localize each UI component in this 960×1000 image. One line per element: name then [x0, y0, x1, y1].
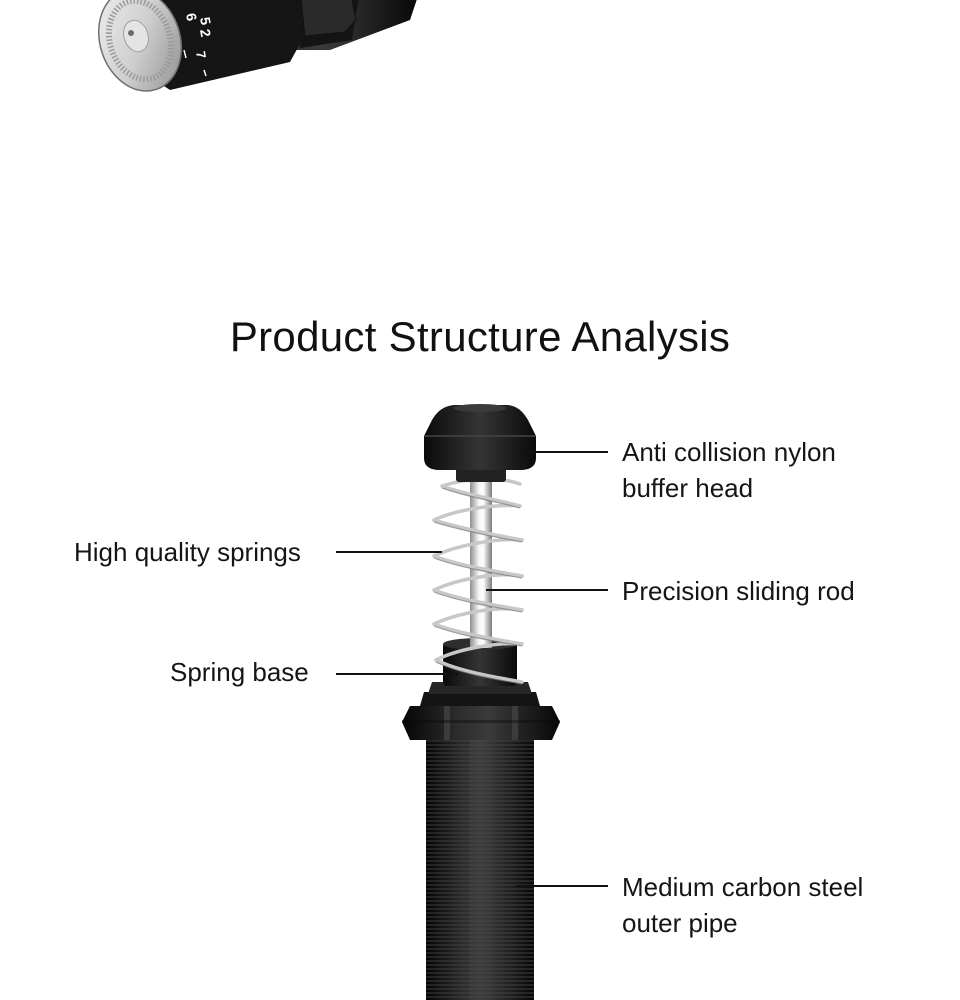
- callout-buffer-head-line1: Anti collision nylon: [622, 437, 836, 467]
- buffer-head: [424, 404, 536, 470]
- callout-sliding-rod-text: Precision sliding rod: [622, 576, 855, 606]
- outer-pipe: [426, 735, 534, 1000]
- callout-spring-base: Spring base: [170, 654, 309, 690]
- callout-outer-pipe-line1: Medium carbon steel: [622, 872, 864, 902]
- dial-number-7: 7: [193, 50, 209, 60]
- callout-springs-text: High quality springs: [74, 537, 301, 567]
- hex-nut: [402, 706, 560, 740]
- sliding-rod: [470, 478, 492, 648]
- callout-buffer-head-line2: buffer head: [622, 473, 754, 503]
- callout-sliding-rod: Precision sliding rod: [622, 573, 855, 609]
- adjustable-shock-absorber-photo: 5 2 6 7: [97, 0, 417, 92]
- callout-spring-base-text: Spring base: [170, 657, 309, 687]
- callout-buffer-head: Anti collision nylon buffer head: [622, 434, 836, 506]
- spring-coils: [432, 477, 524, 684]
- callout-outer-pipe: Medium carbon steel outer pipe: [622, 869, 863, 941]
- dial-number-6: 6: [183, 12, 200, 23]
- page-title: Product Structure Analysis: [229, 313, 731, 360]
- shock-absorber-illustration: [402, 404, 560, 1000]
- callout-springs: High quality springs: [74, 534, 301, 570]
- dial-number-2: 2: [197, 28, 214, 39]
- dial-number-5: 5: [197, 16, 214, 27]
- callout-outer-pipe-line2: outer pipe: [622, 908, 738, 938]
- leader-lines: [336, 451, 608, 887]
